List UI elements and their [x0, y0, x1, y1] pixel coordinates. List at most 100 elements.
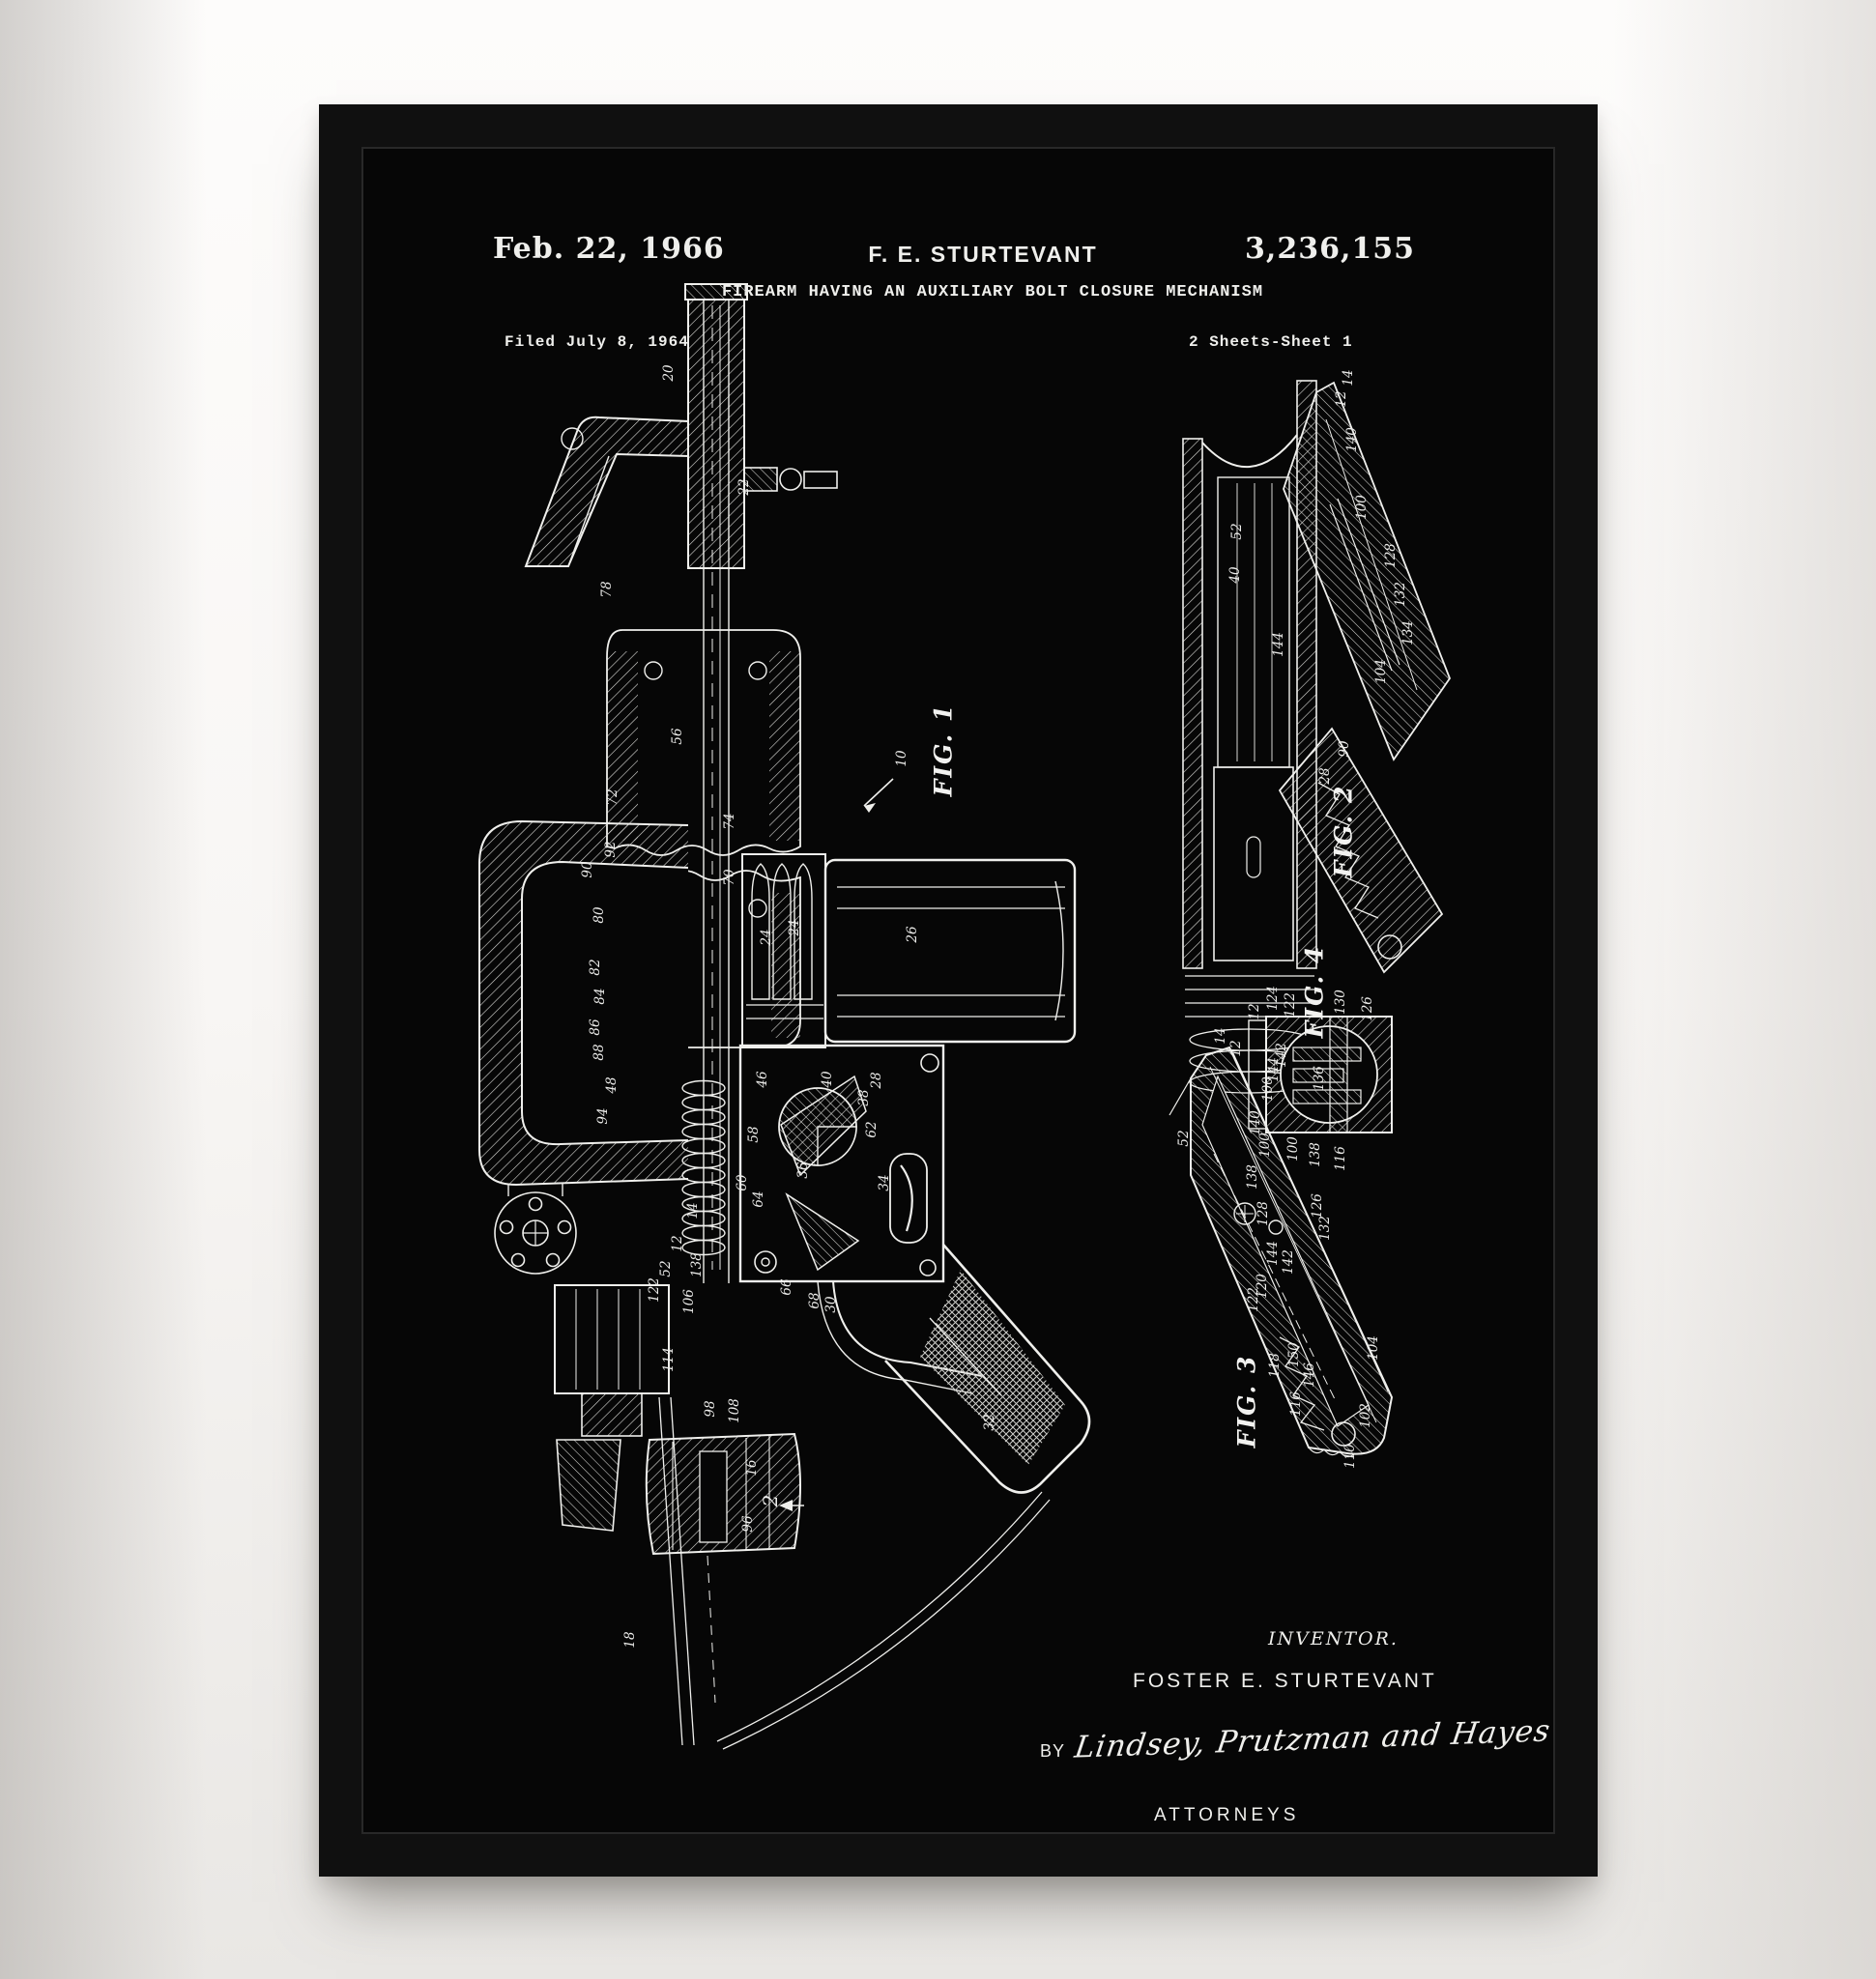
ref-numeral-116: 116: [1288, 1391, 1304, 1417]
ref-numeral-128: 128: [1383, 543, 1399, 568]
ref-numeral-24: 24: [787, 919, 802, 936]
ref-numeral-144: 144: [1265, 1241, 1281, 1266]
ref-numeral-88: 88: [592, 1044, 607, 1061]
ref-numeral-62: 62: [864, 1121, 880, 1138]
ref-numeral-26: 26: [905, 926, 920, 943]
ref-numeral-84: 84: [592, 988, 608, 1005]
fig2-bolt-detail: [1182, 380, 1452, 1094]
ref-numeral-100: 100: [1354, 495, 1370, 520]
ref-numeral-100: 100: [1285, 1136, 1301, 1162]
ref-numeral-32: 32: [982, 1414, 997, 1431]
ref-numeral-116: 116: [1333, 1146, 1348, 1171]
ref-numeral-72: 72: [605, 789, 621, 806]
ref-numeral-144: 144: [1271, 632, 1286, 657]
ref-numeral-94: 94: [595, 1107, 611, 1125]
ref-numeral-14: 14: [685, 1202, 701, 1219]
ref-numeral-14: 14: [1341, 369, 1356, 387]
ref-numeral-128: 128: [1255, 1201, 1271, 1226]
ref-numeral-78: 78: [599, 581, 615, 598]
ref-numeral-114: 114: [661, 1347, 677, 1372]
ref-numeral-108: 108: [727, 1398, 742, 1423]
patent-date: Feb. 22, 1966: [493, 232, 725, 266]
ref-numeral-14: 14: [1213, 1027, 1228, 1045]
ref-numeral-80: 80: [592, 906, 607, 924]
ref-numeral-92: 92: [603, 841, 619, 858]
carrying-handle: [478, 819, 689, 1196]
attorneys-caption: ATTORNEYS: [1154, 1805, 1300, 1825]
ref-numeral-74: 74: [722, 813, 737, 830]
ref-numeral-134: 134: [1400, 620, 1416, 645]
figure-label-3: FIG. 3: [1232, 1354, 1261, 1448]
ref-numeral-138: 138: [1245, 1164, 1260, 1190]
ref-numeral-132: 132: [1317, 1216, 1333, 1241]
ref-numeral-28: 28: [1317, 767, 1333, 785]
fig1-rifle-section: [478, 283, 1091, 1750]
ref-numeral-34: 34: [877, 1174, 892, 1191]
action-spring: [681, 1079, 726, 1256]
ref-numeral-122: 122: [1246, 1287, 1261, 1312]
ref-numeral-104: 104: [1366, 1335, 1381, 1361]
ref-numeral-18: 18: [622, 1631, 638, 1649]
patent-number: 3,236,155: [1245, 232, 1416, 266]
ref-numeral-48: 48: [604, 1076, 620, 1094]
ref-numeral-104: 104: [1373, 659, 1389, 684]
patent-inventor-abbrev: F. E. STURTEVANT: [868, 242, 1098, 267]
ref-numeral-40: 40: [1227, 566, 1243, 584]
ref-numeral-130: 130: [1333, 990, 1348, 1015]
inventor-caption: INVENTOR.: [1268, 1628, 1399, 1649]
ref-numeral-146: 146: [1302, 1362, 1317, 1388]
fig3-buffer-detail: [1169, 1046, 1394, 1458]
ref-numeral-126: 126: [1310, 1193, 1325, 1219]
ref-numeral-2: 2: [759, 1494, 782, 1507]
ref-numeral-30: 30: [823, 1296, 839, 1313]
ref-numeral-16: 16: [744, 1459, 760, 1477]
ref-numeral-12: 12: [1334, 390, 1349, 408]
ref-numeral-132: 132: [1393, 582, 1408, 607]
inventor-name: FOSTER E. STURTEVANT: [1133, 1670, 1437, 1692]
ref-numeral-38: 38: [856, 1089, 872, 1106]
ref-numeral-126: 126: [1360, 996, 1375, 1021]
ref-numeral-12: 12: [670, 1235, 685, 1252]
ref-numeral-60: 60: [735, 1174, 750, 1191]
ref-numeral-66: 66: [779, 1278, 794, 1296]
ref-numeral-122: 122: [647, 1277, 662, 1303]
magazine: [823, 858, 1077, 1044]
barrel-lug: [743, 467, 838, 492]
receiver-extension: [554, 1284, 670, 1532]
ref-numeral-12: 12: [1247, 1003, 1262, 1020]
ref-numeral-138: 138: [689, 1252, 705, 1277]
ref-numeral-102: 102: [1358, 1403, 1373, 1428]
sheet-info: 2 Sheets-Sheet 1: [1189, 333, 1353, 351]
ref-numeral-98: 98: [703, 1400, 718, 1418]
ref-numeral-36: 36: [795, 1162, 811, 1179]
cartridges: [741, 853, 826, 1048]
ref-numeral-28: 28: [869, 1072, 884, 1089]
ref-numeral-12: 12: [1228, 1040, 1244, 1057]
ref-numeral-40: 40: [820, 1071, 835, 1088]
ref-numeral-24: 24: [759, 929, 774, 946]
ref-numeral-138: 138: [1308, 1142, 1323, 1167]
receiver: [738, 1044, 945, 1283]
ref-numeral-56: 56: [670, 728, 685, 745]
ref-numeral-70: 70: [722, 869, 737, 886]
front-sight: [524, 416, 689, 567]
ref-numeral-100: 100: [1260, 1076, 1276, 1102]
ref-numeral-86: 86: [588, 1018, 603, 1036]
ref-numeral-136: 136: [1312, 1066, 1327, 1091]
filed-date: Filed July 8, 1964: [505, 333, 689, 351]
ref-numeral-58: 58: [746, 1126, 762, 1143]
ref-numeral-140: 140: [1344, 427, 1360, 452]
by-label: BY: [1040, 1741, 1066, 1761]
ref-numeral-106: 106: [681, 1289, 697, 1314]
ref-numeral-122: 122: [1283, 992, 1298, 1018]
ref-numeral-150: 150: [1286, 1342, 1302, 1367]
ref-numeral-90: 90: [580, 861, 595, 878]
figure-label-2: FIG. 2: [1329, 784, 1358, 878]
figure-label-4: FIG. 4: [1300, 944, 1329, 1039]
patent-drawing: [478, 283, 1452, 1750]
ref-numeral-68: 68: [807, 1292, 823, 1309]
ref-numeral-20: 20: [661, 364, 677, 382]
ref-numeral-52: 52: [1229, 523, 1245, 540]
